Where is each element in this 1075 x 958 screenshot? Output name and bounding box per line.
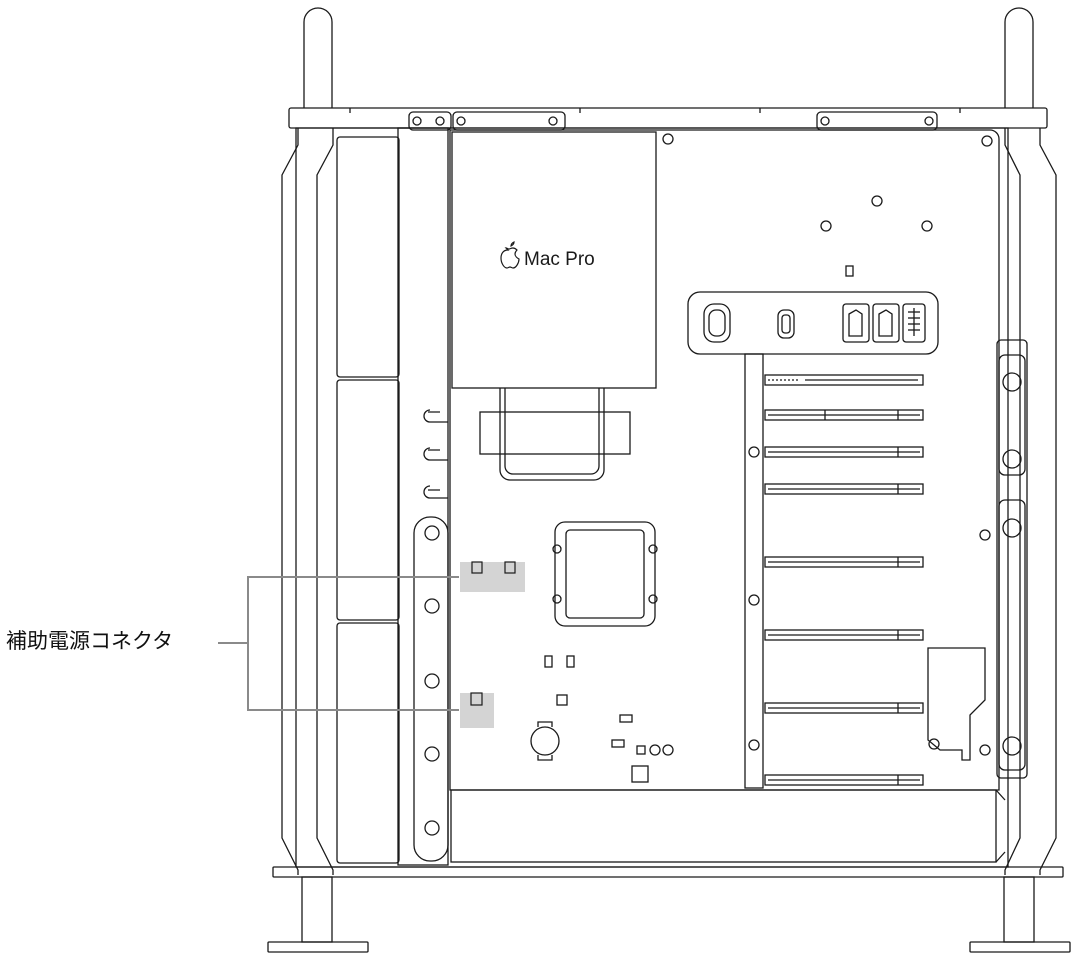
io-card xyxy=(687,291,939,355)
left-bracket xyxy=(397,127,449,866)
aux-power-connector-2 xyxy=(460,692,494,728)
right-handle xyxy=(1004,7,1057,875)
power-supply xyxy=(451,131,657,389)
left-foot xyxy=(267,876,369,953)
bottom-compartment xyxy=(450,789,997,863)
aux-power-connector-label: 補助電源コネクタ xyxy=(6,629,174,653)
fan-1 xyxy=(336,136,400,378)
aux-power-connector-1 xyxy=(460,561,525,592)
right-foot xyxy=(969,876,1071,953)
fan-2 xyxy=(336,379,400,621)
callout-leader xyxy=(218,576,459,711)
right-rail xyxy=(996,339,1028,779)
pcie-slots xyxy=(764,374,924,786)
housing-outline xyxy=(295,127,1009,868)
coin-battery xyxy=(530,726,560,756)
mac-pro-logo:  Mac Pro xyxy=(500,241,595,270)
bottom-rail xyxy=(272,866,1064,878)
logic-board xyxy=(449,129,1000,791)
fan-3 xyxy=(336,622,400,864)
top-rail xyxy=(288,107,1048,129)
product-name: Mac Pro xyxy=(524,249,595,270)
left-handle xyxy=(281,7,334,875)
cpu-socket xyxy=(552,521,658,627)
